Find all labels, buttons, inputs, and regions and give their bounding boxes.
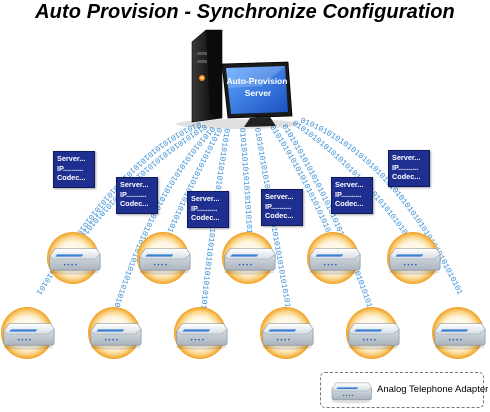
device-row-upper bbox=[47, 232, 441, 284]
telephone-adapter-icon bbox=[138, 248, 191, 275]
server-label-line1: Auto-Provision bbox=[227, 76, 288, 86]
config-ip-line: IP.......... bbox=[335, 189, 362, 199]
config-ip-line: IP.......... bbox=[120, 189, 147, 199]
server-label-line2: Server bbox=[245, 88, 272, 98]
config-server-line: Server... bbox=[265, 192, 294, 201]
config-server-line: Server... bbox=[120, 180, 149, 189]
config-card: Server... IP.......... Codec... bbox=[388, 150, 430, 187]
config-ip-line: IP.......... bbox=[57, 163, 84, 173]
config-codec-line: Codec... bbox=[120, 199, 149, 209]
legend-label: Analog Telephone Adapter bbox=[377, 384, 489, 395]
config-server-line: Server... bbox=[392, 153, 421, 162]
config-codec-line: Codec... bbox=[265, 211, 294, 221]
config-card: Server... IP.......... Codec... bbox=[331, 177, 373, 214]
telephone-adapter-icon bbox=[347, 323, 400, 350]
config-codec-line: Codec... bbox=[191, 213, 220, 223]
config-ip-line: IP.......... bbox=[392, 162, 419, 172]
config-ip-line: IP.......... bbox=[191, 203, 218, 213]
telephone-adapter-icon bbox=[330, 382, 372, 404]
config-codec-line: Codec... bbox=[335, 199, 364, 209]
device-row-lower bbox=[1, 307, 486, 359]
telephone-adapter-icon bbox=[223, 248, 276, 275]
config-server-line: Server... bbox=[335, 180, 364, 189]
telephone-adapter-icon bbox=[433, 323, 486, 350]
config-server-line: Server... bbox=[57, 154, 86, 163]
config-codec-line: Codec... bbox=[392, 172, 421, 182]
diagram-title: Auto Provision - Synchronize Configurati… bbox=[35, 1, 455, 23]
telephone-adapter-icon bbox=[308, 248, 361, 275]
telephone-adapter-icon bbox=[89, 323, 142, 350]
telephone-adapter-icon bbox=[175, 323, 228, 350]
telephone-adapter-icon bbox=[2, 323, 55, 350]
config-card: Server... IP.......... Codec... bbox=[261, 189, 303, 226]
telephone-adapter-icon bbox=[48, 248, 101, 275]
auto-provision-server: Auto-Provision Server bbox=[176, 29, 300, 129]
telephone-adapter-icon bbox=[388, 248, 441, 275]
config-card: Server... IP.......... Codec... bbox=[53, 151, 95, 188]
config-codec-line: Codec... bbox=[57, 173, 86, 183]
config-server-line: Server... bbox=[191, 194, 220, 203]
config-ip-line: IP.......... bbox=[265, 201, 292, 211]
telephone-adapter-icon bbox=[261, 323, 314, 350]
legend-box: Analog Telephone Adapter bbox=[320, 372, 488, 408]
config-card: Server... IP.......... Codec... bbox=[116, 177, 158, 214]
config-card: Server... IP.......... Codec... bbox=[187, 191, 229, 228]
